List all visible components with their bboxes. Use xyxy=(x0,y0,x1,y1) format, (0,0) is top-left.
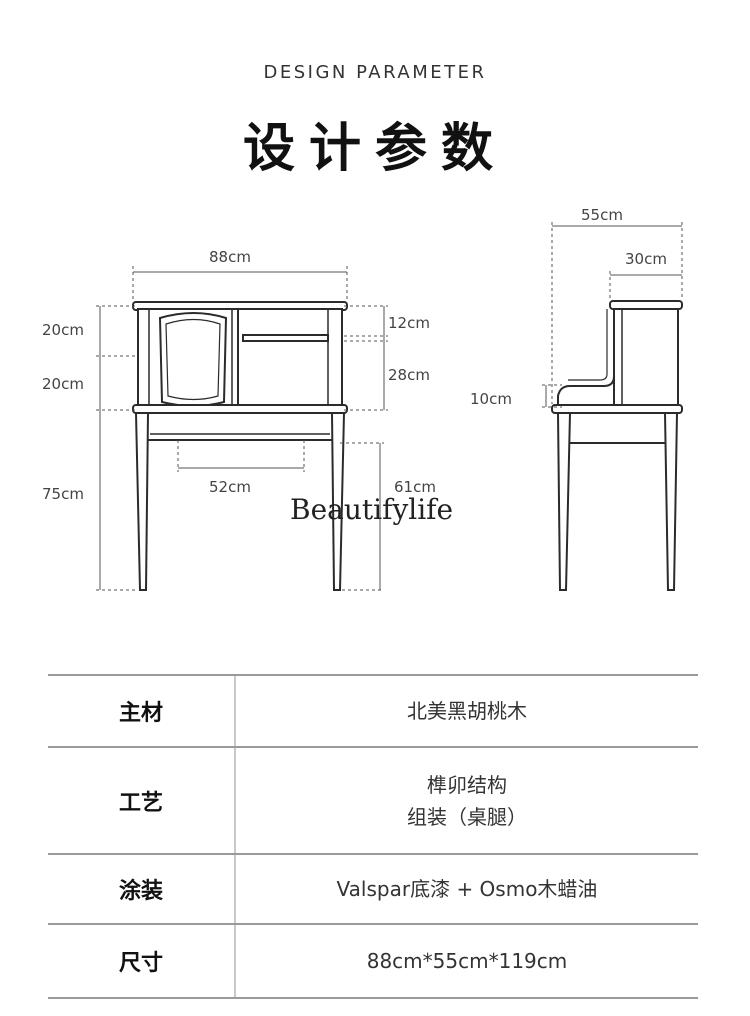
dim-knee-height: 61cm xyxy=(394,478,436,496)
dim-shelf-height: 28cm xyxy=(388,366,430,384)
side-top-board xyxy=(609,300,683,310)
spec-label: 尺寸 xyxy=(48,925,236,997)
spec-value: 榫卯结构 组装（桌腿） xyxy=(236,748,698,853)
spec-value-line: 北美黑胡桃木 xyxy=(407,699,527,723)
spec-row-craft: 工艺 榫卯结构 组装（桌腿） xyxy=(48,746,698,853)
front-view xyxy=(132,301,348,591)
dim-shelf-gap: 12cm xyxy=(388,314,430,332)
spec-value-line: Valspar底漆 + Osmo木蜡油 xyxy=(336,877,598,901)
spec-row-finish: 涂装 Valspar底漆 + Osmo木蜡油 xyxy=(48,853,698,923)
front-right-leg xyxy=(330,412,346,591)
spec-table: 主材 北美黑胡桃木 工艺 榫卯结构 组装（桌腿） 涂装 Valspar底漆 + … xyxy=(48,674,698,999)
desk-apron xyxy=(142,413,338,441)
cabinet-body xyxy=(137,308,343,412)
brand-watermark: Beautifylife xyxy=(290,493,453,526)
section-subtitle: DESIGN PARAMETER xyxy=(263,62,487,83)
spec-value-line: 榫卯结构 xyxy=(427,772,507,797)
spec-row-size: 尺寸 88cm*55cm*119cm xyxy=(48,923,698,999)
spec-value: 88cm*55cm*119cm xyxy=(236,925,698,997)
side-apron xyxy=(558,412,677,444)
side-view xyxy=(551,300,683,591)
shelf-board xyxy=(242,334,329,342)
spec-row-material: 主材 北美黑胡桃木 xyxy=(48,674,698,746)
dim-knee-width: 52cm xyxy=(209,478,251,496)
desk-board xyxy=(132,404,348,414)
section-title: 设计参数 xyxy=(242,119,507,179)
spec-label: 涂装 xyxy=(48,855,236,923)
dim-mid-height: 20cm xyxy=(42,375,84,393)
spec-value: 北美黑胡桃木 xyxy=(236,676,698,746)
dim-upper-height: 20cm xyxy=(42,321,84,339)
dim-width: 88cm xyxy=(209,248,251,266)
side-desk-board xyxy=(551,404,683,414)
spec-label: 主材 xyxy=(48,676,236,746)
spec-label: 工艺 xyxy=(48,748,236,853)
spec-value: Valspar底漆 + Osmo木蜡油 xyxy=(236,855,698,923)
side-desk-curve xyxy=(557,309,615,406)
spec-value-line: 88cm*55cm*119cm xyxy=(366,949,568,973)
side-right-leg xyxy=(663,412,679,591)
spec-value-line: 组装（桌腿） xyxy=(407,804,527,829)
dim-leg-height: 75cm xyxy=(42,485,84,503)
furniture-dimension-drawing: 88cm 20cm 20cm 75cm 12cm 28cm 61cm 52cm … xyxy=(42,206,683,591)
side-left-leg xyxy=(556,412,572,591)
dim-top-depth: 30cm xyxy=(625,250,667,268)
front-left-leg xyxy=(134,412,150,591)
dim-desk-lip: 10cm xyxy=(470,390,512,408)
side-cabinet xyxy=(613,308,679,412)
dim-depth: 55cm xyxy=(581,206,623,224)
